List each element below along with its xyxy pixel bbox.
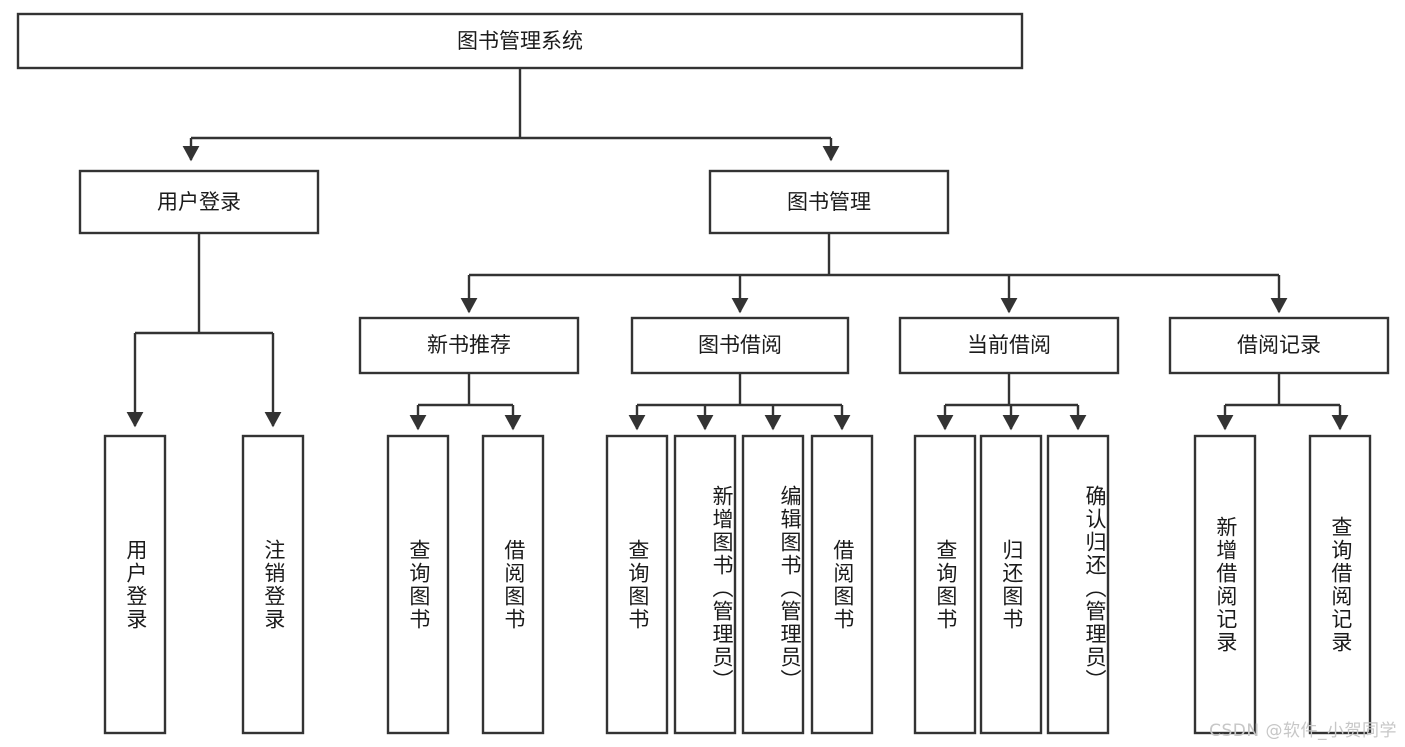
leaf-box-new-book-1[interactable] (481, 434, 545, 735)
leaf-box-current-borrow-0[interactable] (913, 434, 977, 735)
connector-root-to-level2 (182, 68, 840, 162)
leaf-box-borrow-record-0[interactable] (1193, 434, 1257, 735)
leaf-boxes-new-book-recommend (386, 434, 545, 735)
connector-book-borrow-to-leaves (628, 373, 851, 431)
leaf-boxes-user-login (103, 434, 305, 735)
leaf-box-user-login-0[interactable] (103, 434, 167, 735)
leaf-boxes-current-borrow (913, 434, 1110, 735)
leaf-boxes-borrow-record (1193, 434, 1372, 735)
leaf-box-book-borrow-3[interactable] (810, 434, 874, 735)
connector-new-book-to-leaves (409, 373, 522, 431)
connector-current-borrow-to-leaves (936, 373, 1087, 431)
connector-user-login-to-leaves (126, 233, 282, 428)
node-root-label: 图书管理系统 (457, 29, 583, 53)
node-current-borrow-label: 当前借阅 (967, 333, 1051, 357)
leaf-box-new-book-0[interactable] (386, 434, 450, 735)
leaf-box-book-borrow-1[interactable] (673, 434, 737, 735)
node-book-borrow[interactable]: 图书借阅 (630, 316, 850, 375)
leaf-box-current-borrow-2[interactable] (1046, 434, 1110, 735)
leaf-box-user-login-1[interactable] (241, 434, 305, 735)
node-user-login[interactable]: 用户登录 (78, 169, 320, 235)
node-book-borrow-label: 图书借阅 (698, 333, 782, 357)
node-borrow-record-label: 借阅记录 (1237, 333, 1321, 357)
node-new-book-recommend-label: 新书推荐 (427, 333, 511, 357)
leaf-box-borrow-record-1[interactable] (1308, 434, 1372, 735)
node-root[interactable]: 图书管理系统 (16, 12, 1024, 70)
node-new-book-recommend[interactable]: 新书推荐 (358, 316, 580, 375)
node-book-manage-label: 图书管理 (787, 190, 871, 214)
node-borrow-record[interactable]: 借阅记录 (1168, 316, 1390, 375)
csdn-watermark: CSDN @软件_小贺同学 (1209, 721, 1397, 741)
connector-borrow-record-to-leaves (1216, 373, 1349, 431)
leaf-box-book-borrow-0[interactable] (605, 434, 669, 735)
leaf-box-current-borrow-1[interactable] (979, 434, 1043, 735)
leaf-box-book-borrow-2[interactable] (741, 434, 805, 735)
node-current-borrow[interactable]: 当前借阅 (898, 316, 1120, 375)
node-book-manage[interactable]: 图书管理 (708, 169, 950, 235)
connector-book-manage-to-level3 (460, 233, 1288, 314)
leaf-boxes-book-borrow (605, 434, 874, 735)
node-user-login-label: 用户登录 (157, 190, 241, 214)
